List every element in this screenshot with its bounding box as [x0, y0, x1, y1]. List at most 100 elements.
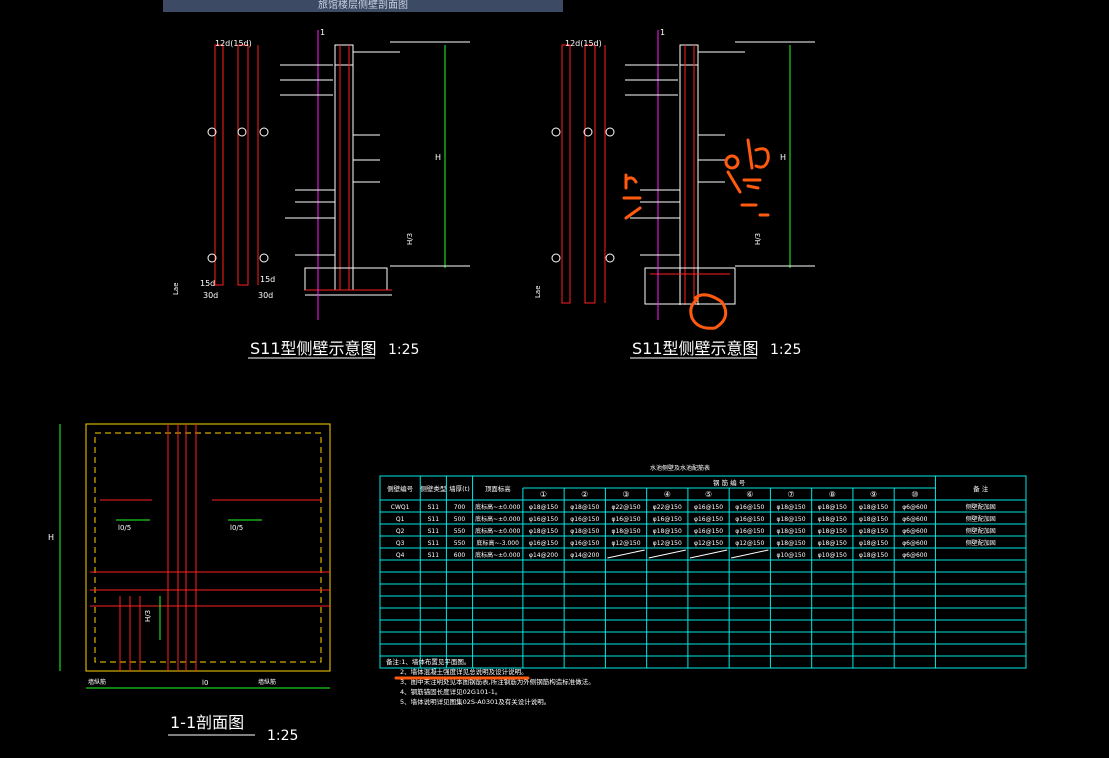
table-bar-header: ⑦ — [787, 490, 794, 499]
table-note: 3、图中未注明处见本图钢筋表,所注钢筋为外侧钢筋构造标准做法。 — [400, 677, 595, 686]
table-cell: φ14@200 — [529, 552, 558, 559]
table-cell: 500 — [454, 516, 466, 523]
table-col-header: 侧壁编号 — [387, 484, 414, 493]
table-cell: φ22@150 — [653, 504, 682, 511]
table-note: 2、墙体混凝土强度详见总说明及设计说明。 — [400, 667, 528, 676]
table-cell: φ18@150 — [859, 504, 888, 511]
table-notes: 备注:1、墙体布置见平面图。2、墙体混凝土强度详见总说明及设计说明。3、图中未注… — [386, 657, 595, 706]
right-12d-label: 12d(15d) — [565, 39, 602, 48]
table-cell: Q1 — [396, 516, 405, 523]
table-col-header: 墙厚(t) — [449, 484, 470, 493]
table-col-header: 顶面标高 — [485, 484, 512, 493]
left-wall-diagram: 12d(15d) Lae 15d 15d 30d 30d 1 H H/3 — [172, 28, 470, 359]
left-mark-2b — [237, 127, 247, 137]
table-bar-header: ⑨ — [870, 490, 877, 499]
table-cell: Q3 — [396, 540, 405, 547]
left-15d-label-1: 15d — [200, 279, 215, 288]
right-mark-4 — [551, 253, 561, 263]
table-cell: φ16@150 — [735, 528, 764, 535]
table-cell: φ18@150 — [777, 504, 806, 511]
table-cell: 侧壁配加固 — [966, 527, 996, 535]
table-bar-header: ⑧ — [829, 490, 836, 499]
table-cell: φ16@150 — [529, 516, 558, 523]
table-cell: S11 — [428, 540, 440, 547]
section-scale: 1:25 — [267, 728, 298, 744]
table-cell: φ18@150 — [818, 528, 847, 535]
table-bar-header: ④ — [664, 490, 671, 499]
table-cell: φ18@150 — [529, 528, 558, 535]
table-note: 备注:1、墙体布置见平面图。 — [386, 657, 470, 666]
table-cell: φ16@150 — [694, 528, 723, 535]
left-mark-3 — [259, 253, 269, 263]
table-cell: φ12@150 — [735, 540, 764, 547]
table-cell: φ18@150 — [570, 528, 599, 535]
table-cell: φ18@150 — [859, 516, 888, 523]
table-title: 水池侧壁及水池配筋表 — [650, 464, 710, 472]
table-cell: 底标高~±0.000 — [475, 503, 520, 511]
table-cell: φ18@150 — [529, 504, 558, 511]
left-h3-label: H/3 — [406, 233, 414, 245]
section-1-1: H l0/5 l0/5 H/3 l0 墙纵筋 墙纵筋 1-1剖面图 1:25 — [48, 423, 331, 744]
left-h-label: H — [435, 153, 441, 162]
table-group-header: 钢 筋 编 号 — [713, 478, 746, 487]
left-diagram-title: S11型侧壁示意图 — [250, 339, 377, 358]
section-lo5-label-left: l0/5 — [118, 524, 131, 532]
table-cell: 550 — [454, 528, 466, 535]
table-remark-header: 备 注 — [973, 484, 989, 493]
markup-circle-bottom — [689, 293, 728, 330]
table-cell: φ6@600 — [902, 504, 927, 511]
table-cell: CWQ1 — [391, 504, 410, 511]
table-cell: 600 — [454, 552, 466, 559]
window-title-bar: 旅馆楼层侧壁剖面图 — [163, 0, 563, 12]
table-bar-header: ① — [540, 490, 547, 499]
table-cell: 底标高~±0.000 — [475, 551, 520, 559]
table-cell: 底标高~±0.000 — [475, 515, 520, 523]
left-section-mark-top: 1 — [320, 28, 325, 37]
right-mark-2b — [583, 127, 593, 137]
table-bar-header: ③ — [622, 490, 629, 499]
rebar-table[interactable]: 水池侧壁及水池配筋表 侧壁编号侧壁类型墙厚(t) 顶面标高 钢 筋 编 号 ① ② ③ ④ ⑤… — [379, 464, 1027, 669]
table-cell: φ18@150 — [818, 540, 847, 547]
left-30d-label-2: 30d — [258, 291, 273, 300]
markup-stroke-16 — [746, 138, 770, 170]
table-cell: S11 — [428, 504, 440, 511]
right-mark-3 — [605, 253, 615, 263]
table-cell: 700 — [454, 504, 466, 511]
table-bar-header: ② — [581, 490, 588, 499]
table-cell: φ16@150 — [694, 516, 723, 523]
table-cell: φ18@150 — [859, 540, 888, 547]
table-cell: φ16@150 — [611, 516, 640, 523]
table-bar-header: ⑥ — [746, 490, 753, 499]
right-h3-label: H/3 — [754, 233, 762, 245]
table-empty-slash — [648, 549, 687, 559]
section-lo5-label-right: l0/5 — [230, 524, 243, 532]
right-side-bar-2 — [561, 44, 571, 304]
left-side-bar-2 — [214, 44, 224, 286]
left-side-bar-1 — [237, 44, 249, 286]
table-cell: φ18@150 — [818, 516, 847, 523]
table-cell: φ18@150 — [818, 504, 847, 511]
table-cell: φ6@600 — [902, 552, 927, 559]
markup-stroke-6 — [624, 173, 638, 190]
table-cell: φ6@600 — [902, 540, 927, 547]
table-cell: φ16@150 — [735, 504, 764, 511]
table-col-header: 侧壁类型 — [420, 484, 447, 493]
table-note: 4、钢筋锚固长度详见02G101-1。 — [400, 687, 501, 696]
table-empty-slash — [731, 549, 769, 559]
table-cell: φ12@150 — [653, 540, 682, 547]
right-mark-2 — [551, 127, 561, 137]
table-cell: 底标高~-3.000 — [477, 539, 520, 547]
right-h-label: H — [780, 153, 786, 162]
table-cell: 侧壁配加固 — [966, 515, 996, 523]
table-empty-slash — [689, 549, 728, 559]
table-cell: S11 — [428, 528, 440, 535]
right-wall-top — [679, 44, 699, 66]
section-h3-label: H/3 — [144, 610, 152, 622]
table-cell: φ12@150 — [611, 540, 640, 547]
table-cell: φ18@150 — [859, 528, 888, 535]
right-section-mark-top: 1 — [660, 28, 665, 37]
left-mark-1 — [259, 127, 269, 137]
table-bar-header: ⑤ — [705, 490, 712, 499]
left-lae-label: Lae — [172, 283, 180, 296]
